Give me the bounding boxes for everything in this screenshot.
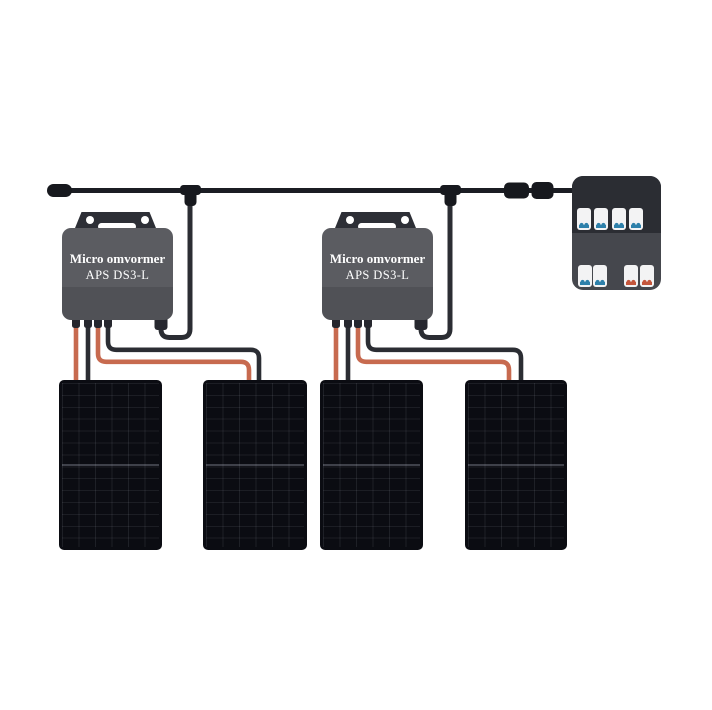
breaker-switch-icon bbox=[594, 279, 605, 285]
trunk-tee-connector-1 bbox=[180, 185, 201, 206]
micro-inverter-2-label: Micro omvormer APS DS3-L bbox=[322, 251, 433, 282]
breaker-blue bbox=[594, 207, 608, 230]
bracket-hole-icon bbox=[141, 216, 149, 224]
trunk-tee-connector-2 bbox=[440, 185, 461, 206]
micro-inverter-1-mount-bracket bbox=[73, 212, 158, 233]
inverter1-ac-cable bbox=[158, 203, 193, 340]
solar-panel-3-midline bbox=[323, 464, 420, 466]
solar-panel-4-cells bbox=[468, 383, 564, 547]
bracket-slot-icon bbox=[358, 223, 396, 230]
solar-panel-2 bbox=[203, 380, 307, 550]
solar-panel-1-cells bbox=[62, 383, 159, 547]
solar-panel-1-midline bbox=[62, 464, 159, 466]
inverter2-dc-orange-cable-panel4 bbox=[355, 320, 512, 382]
micro-inverter-1-label: Micro omvormer APS DS3-L bbox=[62, 251, 173, 282]
breaker-switch-icon bbox=[578, 222, 589, 228]
inverter-title: Micro omvormer bbox=[69, 251, 166, 266]
micro-inverter-2: Micro omvormer APS DS3-L bbox=[322, 212, 433, 322]
bracket-hole-icon bbox=[401, 216, 409, 224]
micro-inverter-1: Micro omvormer APS DS3-L bbox=[62, 212, 173, 322]
solar-panel-3 bbox=[320, 380, 423, 550]
micro-inverter-2-body: Micro omvormer APS DS3-L bbox=[322, 228, 433, 320]
inverter-model: APS DS3-L bbox=[345, 267, 410, 282]
bracket-hole-icon bbox=[346, 216, 354, 224]
solar-panel-2-cells bbox=[206, 383, 304, 547]
inverter-title: Micro omvormer bbox=[329, 251, 426, 266]
breaker-orange bbox=[624, 265, 638, 287]
inverter1-dc-orange-cable-panel2 bbox=[95, 320, 252, 382]
bracket-slot-icon bbox=[98, 223, 136, 230]
inverter2-dc-dark-cable-panel4 bbox=[365, 320, 524, 382]
solar-panel-3-cells bbox=[323, 383, 420, 547]
breaker-blue bbox=[629, 207, 643, 230]
breaker-blue bbox=[612, 207, 626, 230]
distribution-box bbox=[572, 176, 661, 290]
inverter-model: APS DS3-L bbox=[85, 267, 150, 282]
breaker-switch-icon bbox=[595, 222, 606, 228]
breaker-switch-icon bbox=[579, 279, 590, 285]
breaker-blue bbox=[593, 265, 607, 287]
solar-panel-4 bbox=[465, 380, 567, 550]
breaker-blue bbox=[577, 207, 591, 230]
trunk-end-cap bbox=[47, 184, 72, 197]
solar-panel-2-midline bbox=[206, 464, 304, 466]
breaker-orange bbox=[640, 265, 654, 287]
bracket-hole-icon bbox=[86, 216, 94, 224]
breaker-switch-icon bbox=[625, 279, 636, 285]
inverter2-ac-cable bbox=[418, 203, 453, 340]
inverter1-dc-dark-cable-panel2 bbox=[105, 320, 262, 382]
breaker-blue bbox=[578, 265, 592, 287]
micro-inverter-1-body: Micro omvormer APS DS3-L bbox=[62, 228, 173, 320]
solar-panel-4-midline bbox=[468, 464, 564, 466]
breaker-switch-icon bbox=[613, 222, 624, 228]
trunk-plug-connector-pair bbox=[504, 182, 554, 199]
solar-panel-1 bbox=[59, 380, 162, 550]
breaker-switch-icon bbox=[641, 279, 652, 285]
breaker-switch-icon bbox=[630, 222, 641, 228]
micro-inverter-2-mount-bracket bbox=[333, 212, 418, 233]
